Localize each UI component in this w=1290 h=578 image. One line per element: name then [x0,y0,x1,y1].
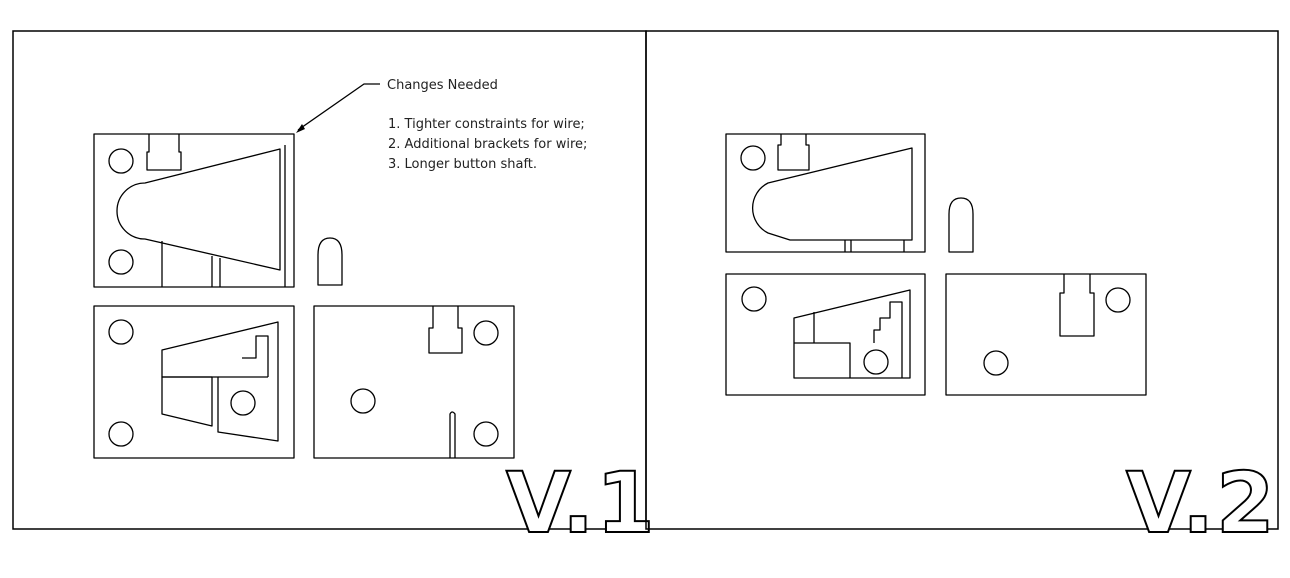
v1-button-shaft [317,237,343,286]
v2-part-bottom-right [945,273,1147,396]
panel-v2-frame [645,30,1279,530]
panel-v1: Changes Needed 1. Tighter constraints fo… [12,30,657,553]
version-label-v2: V.2 [1126,454,1277,552]
annotation-item-2: 2. Additional brackets for wire; [388,137,587,152]
annotation-item-3: 3. Longer button shaft. [388,157,537,172]
version-label-v1: V.1 [506,454,657,552]
v2-part-top [725,133,926,253]
annotation-title: Changes Needed [387,78,498,93]
leader-line [297,83,380,131]
v2-button-shaft [948,197,974,253]
leader-arrow [296,124,305,133]
v1-part-bottom-right [313,305,515,459]
annotation-item-1: 1. Tighter constraints for wire; [388,117,585,132]
v2-part-bottom-left [725,273,926,396]
v1-part-bottom-left [93,305,295,459]
v1-annotation: Changes Needed 1. Tighter constraints fo… [296,78,587,172]
v1-part-top-left [93,133,295,288]
panel-v2: V.2 [645,30,1279,553]
